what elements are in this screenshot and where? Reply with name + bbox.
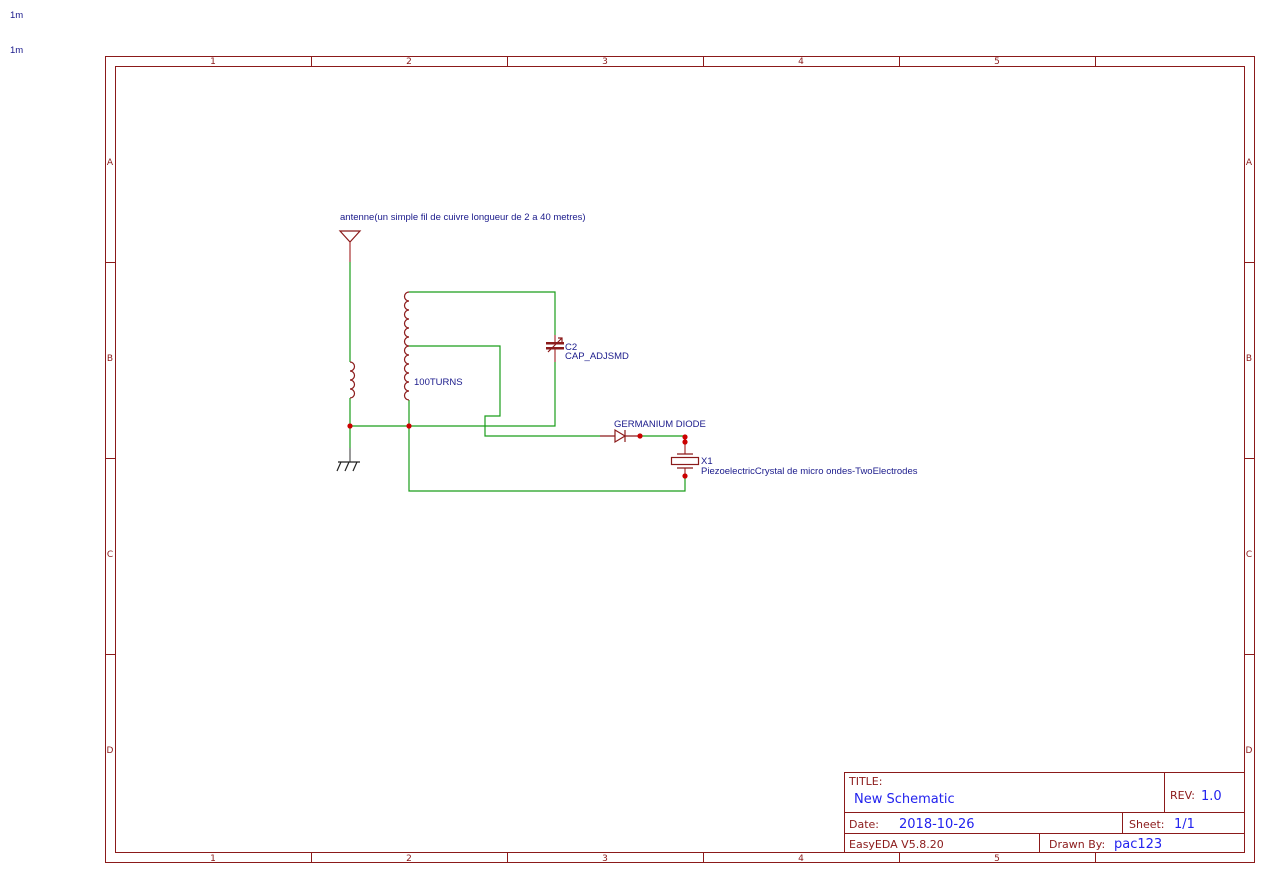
column-label: 4 [798,57,804,67]
sheet-label: Sheet: [1129,818,1165,831]
capacitor-c2[interactable] [546,335,564,362]
column-label: 3 [602,57,608,67]
row-label: A [1246,158,1253,168]
row-label: B [107,354,113,364]
coil-label: 100TURNS [414,377,463,388]
germanium-diode[interactable] [600,428,640,444]
c2-value: CAP_ADJSMD [565,351,629,362]
column-label: 2 [406,854,412,864]
antenna-symbol[interactable] [338,230,362,262]
inductor-l1[interactable] [349,361,356,399]
column-label: 2 [406,57,412,67]
column-label: 1 [210,57,216,67]
column-label: 3 [602,854,608,864]
drawn-by-value: pac123 [1114,837,1162,852]
rev-value: 1.0 [1201,789,1222,804]
title-block: TITLE: New Schematic REV: 1.0 Date: 2018… [844,772,1245,853]
row-label: C [107,550,113,560]
x1-value: PiezoelectricCrystal de micro ondes-TwoE… [701,466,918,477]
row-label: D [107,746,114,756]
c2-ref: C2 [565,342,577,353]
corner-label: 1m [10,10,23,21]
sheet-frame: 1 2 3 4 5 1 2 3 4 5 A B C D A B C D [105,56,1255,864]
ground-symbol [336,448,360,472]
corner-label: 1m [10,45,23,56]
date-value: 2018-10-26 [899,817,975,832]
software-version: EasyEDA V5.8.20 [849,838,944,851]
drawn-by-label: Drawn By: [1049,838,1105,851]
column-label: 4 [798,854,804,864]
schematic-title: New Schematic [854,792,955,807]
title-label: TITLE: [848,775,882,788]
wires[interactable] [349,262,686,492]
antenna-label: antenne(un simple fil de cuivre longueur… [340,212,586,223]
junctions [347,423,688,479]
row-label: D [1246,746,1253,756]
rev-label: REV: [1170,789,1195,802]
column-label: 5 [994,57,1000,67]
date-label: Date: [849,818,879,831]
column-label: 5 [994,854,1000,864]
row-label: A [107,158,114,168]
crystal-x1[interactable] [670,442,700,476]
sheet-value: 1/1 [1174,817,1195,832]
x1-ref: X1 [701,456,713,467]
row-label: C [1246,550,1252,560]
diode-label: GERMANIUM DIODE [614,419,706,430]
row-label: B [1246,354,1252,364]
column-label: 1 [210,854,216,864]
coil-100turns[interactable] [403,291,410,401]
